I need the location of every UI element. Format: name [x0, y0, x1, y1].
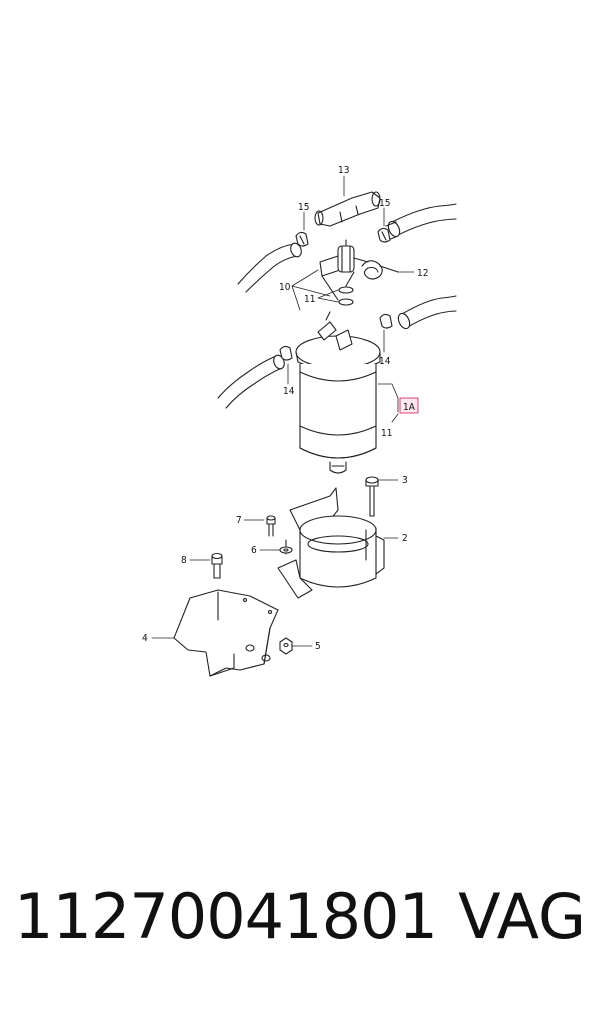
hose-clamp-right: [377, 227, 391, 243]
part-number: 11270041801: [14, 880, 438, 953]
nut-part-5: [279, 637, 293, 655]
fuel-filter-canister: [299, 363, 377, 474]
bolt-part-8: [211, 552, 223, 579]
callout-11-lower: 11: [381, 428, 392, 439]
callout-8: 8: [181, 555, 187, 566]
t-connector-part: [314, 191, 381, 227]
hose-clamp-right-lower: [379, 313, 393, 329]
callout-10: 10: [279, 282, 291, 293]
callout-2: 2: [402, 533, 408, 544]
callout-1a: 1A: [403, 402, 416, 413]
valve-assembly: [319, 239, 369, 306]
mounting-plate-part-4: [173, 589, 279, 677]
callout-6: 6: [251, 545, 257, 556]
callout-15-left: 15: [298, 202, 309, 213]
upper-right-hose: [385, 203, 457, 241]
upper-left-hose: [237, 242, 302, 293]
brand-name: VAG: [458, 880, 586, 953]
footer-caption: 11270041801 VAG: [0, 880, 600, 990]
hose-clamp-left: [295, 231, 309, 247]
bolt-part-3: [365, 476, 379, 517]
filter-mounting-bracket: [277, 487, 385, 599]
callout-12: 12: [417, 268, 428, 279]
mid-right-hose: [397, 295, 457, 330]
callout-13: 13: [338, 165, 349, 176]
leader-lines: [151, 175, 415, 647]
callout-15-right: 15: [379, 198, 390, 209]
washer-part-6: [279, 546, 293, 554]
callout-14-right: 14: [379, 356, 391, 367]
callout-1a-highlight: [399, 397, 419, 414]
filter-head: [295, 311, 381, 372]
callout-4: 4: [142, 633, 148, 644]
callout-5: 5: [315, 641, 321, 652]
callout-14-left: 14: [283, 386, 295, 397]
callout-3: 3: [402, 475, 408, 486]
spring-clip-part: [361, 260, 399, 280]
callout-7: 7: [236, 515, 242, 526]
hose-clamp-left-lower: [279, 345, 293, 361]
bolt-part-7: [266, 515, 276, 537]
lower-left-hose: [217, 354, 285, 409]
exploded-parts-diagram: 13 15 15 10 11 12 14 14 1A 11 3 7 2 6 8 …: [142, 165, 457, 677]
callout-11-upper: 11: [304, 294, 315, 305]
